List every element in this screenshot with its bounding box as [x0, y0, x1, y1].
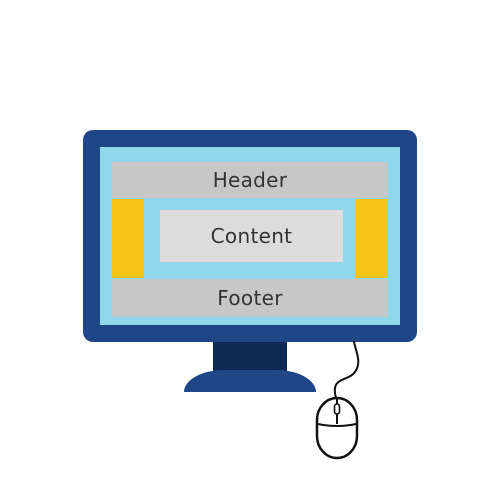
mouse-cable: [333, 341, 360, 399]
mouse-scroll-wheel: [333, 403, 341, 415]
left-sidebar-block: [112, 199, 144, 278]
monitor-neck: [213, 342, 287, 372]
right-sidebar-block: [356, 199, 388, 278]
footer-block: Footer: [112, 279, 388, 317]
monitor-stand: [184, 370, 316, 392]
mouse-body: [315, 396, 359, 460]
footer-label: Footer: [217, 286, 283, 310]
content-label: Content: [210, 224, 293, 248]
header-block: Header: [112, 162, 388, 198]
content-block: Content: [160, 210, 343, 262]
header-label: Header: [212, 168, 288, 192]
mouse-button-line: [317, 423, 357, 427]
